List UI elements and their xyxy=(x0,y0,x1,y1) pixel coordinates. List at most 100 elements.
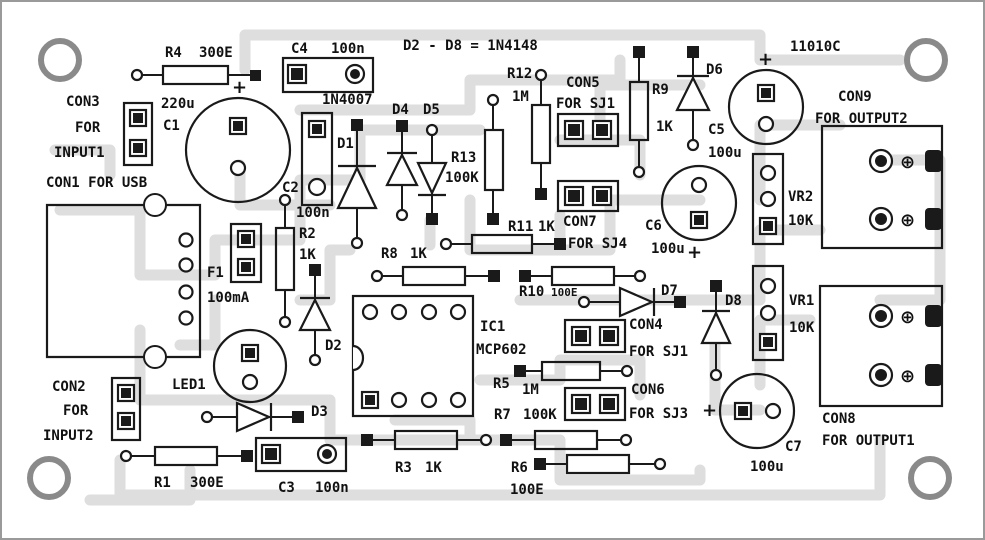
r4-ref: R4 xyxy=(165,45,182,61)
c1-value: 220u xyxy=(161,96,195,112)
c2-value: 100n xyxy=(296,205,330,221)
c7-value: 100u xyxy=(750,459,784,475)
d6-ref: D6 xyxy=(706,62,723,78)
resistor-r9 xyxy=(628,46,650,179)
c1-plus-mark: + xyxy=(232,77,247,98)
con9-terminal1-mark: ⊕ xyxy=(900,152,915,173)
r9-ref: R9 xyxy=(652,82,669,98)
r5-value: 1M xyxy=(522,382,539,398)
d8-ref: D8 xyxy=(725,293,742,309)
c6-ref: C6 xyxy=(645,218,662,234)
c3-ref: C3 xyxy=(278,480,295,496)
c6-value: 100u xyxy=(651,241,685,257)
preset-vr1 xyxy=(751,264,785,362)
led1-ref: LED1 xyxy=(172,377,206,393)
r7-ref: R7 xyxy=(494,407,511,423)
r11-value: 1K xyxy=(538,219,555,235)
c1-ref: C1 xyxy=(163,118,180,134)
capacitor-c3 xyxy=(254,436,348,473)
silkscreen-labels: 11010C D2 - D8 = 1N4148 R4 300E C4 100n … xyxy=(43,38,915,498)
con8-line2: FOR OUTPUT1 xyxy=(822,433,915,449)
con3-header xyxy=(122,101,154,167)
con7-header xyxy=(556,179,620,213)
preset-vr2 xyxy=(751,152,785,246)
r10-value: 100E xyxy=(551,286,578,299)
r10-ref: R10 xyxy=(519,284,544,300)
r13-ref: R13 xyxy=(451,150,476,166)
capacitor-c4 xyxy=(281,56,375,94)
terminal-con9 xyxy=(820,124,944,250)
diode-d8 xyxy=(700,280,732,382)
r6-value: 100E xyxy=(510,482,544,498)
f1-ref: F1 xyxy=(207,265,224,281)
c3-value: 100n xyxy=(315,480,349,496)
con3-ref: CON3 xyxy=(66,94,100,110)
capacitor-c7 xyxy=(718,372,796,450)
terminal-con8 xyxy=(818,284,944,408)
resistor-r4 xyxy=(130,64,261,86)
c5-ref: C5 xyxy=(708,122,725,138)
ic-ic1 xyxy=(351,294,475,418)
r12-ref: R12 xyxy=(507,66,532,82)
diode-d2 xyxy=(298,264,332,367)
r12-value: 1M xyxy=(512,89,529,105)
capacitor-c6 xyxy=(660,164,738,242)
d5-ref: D5 xyxy=(423,102,440,118)
resistor-r8 xyxy=(370,265,500,287)
con5-header xyxy=(556,112,620,148)
fuse-f1 xyxy=(229,222,263,284)
resistor-r11 xyxy=(439,233,566,255)
resistor-r13 xyxy=(483,93,505,225)
con2-header xyxy=(110,376,142,442)
usb-connector-con1 xyxy=(45,193,202,369)
c7-ref: C7 xyxy=(785,439,802,455)
diode-note-label: D2 - D8 = 1N4148 xyxy=(403,38,538,54)
vr1-ref: VR1 xyxy=(789,293,814,309)
resistor-r6 xyxy=(534,453,667,475)
con2-ref: CON2 xyxy=(52,379,86,395)
d1-part: 1N4007 xyxy=(322,92,373,108)
diode-d4 xyxy=(385,120,419,222)
r9-value: 1K xyxy=(656,119,673,135)
vr2-value: 10K xyxy=(788,213,814,229)
c7-plus-mark: + xyxy=(702,400,717,421)
c5-value: 100u xyxy=(708,145,742,161)
con9-terminal2-mark: ⊕ xyxy=(900,210,915,231)
ic1-part: MCP602 xyxy=(476,342,527,358)
r8-value: 1K xyxy=(410,246,427,262)
r1-value: 300E xyxy=(190,475,224,491)
con9-ref: CON9 xyxy=(838,89,872,105)
con5-ref: CON5 xyxy=(566,75,600,91)
r5-ref: R5 xyxy=(493,376,510,392)
capacitor-c1 xyxy=(184,96,292,204)
con6-line2: FOR SJ3 xyxy=(629,406,688,422)
r13-value: 100K xyxy=(445,170,479,186)
d4-ref: D4 xyxy=(392,102,409,118)
r8-ref: R8 xyxy=(381,246,398,262)
resistor-r3 xyxy=(361,429,493,451)
con1-label: CON1 FOR USB xyxy=(46,175,147,191)
d7-ref: D7 xyxy=(661,283,678,299)
con6-header xyxy=(563,386,627,422)
diode-d3 xyxy=(200,401,304,433)
c4-value: 100n xyxy=(331,41,365,57)
con3-line2: FOR xyxy=(75,120,101,136)
vr2-ref: VR2 xyxy=(788,189,813,205)
con6-ref: CON6 xyxy=(631,382,665,398)
f1-value: 100mA xyxy=(207,290,250,306)
capacitor-c2 xyxy=(300,111,334,207)
con8-terminal1-mark: ⊕ xyxy=(900,307,915,328)
resistor-r7 xyxy=(500,429,633,451)
con8-ref: CON8 xyxy=(822,411,856,427)
c4-ref: C4 xyxy=(291,41,308,57)
r6-ref: R6 xyxy=(511,460,528,476)
ic1-ref: IC1 xyxy=(480,319,505,335)
mounting-holes xyxy=(27,38,952,500)
d1-ref: D1 xyxy=(337,136,354,152)
r3-value: 1K xyxy=(425,460,442,476)
r2-ref: R2 xyxy=(299,226,316,242)
r11-ref: R11 xyxy=(508,219,533,235)
con4-ref: CON4 xyxy=(629,317,663,333)
resistor-r5 xyxy=(514,360,634,382)
